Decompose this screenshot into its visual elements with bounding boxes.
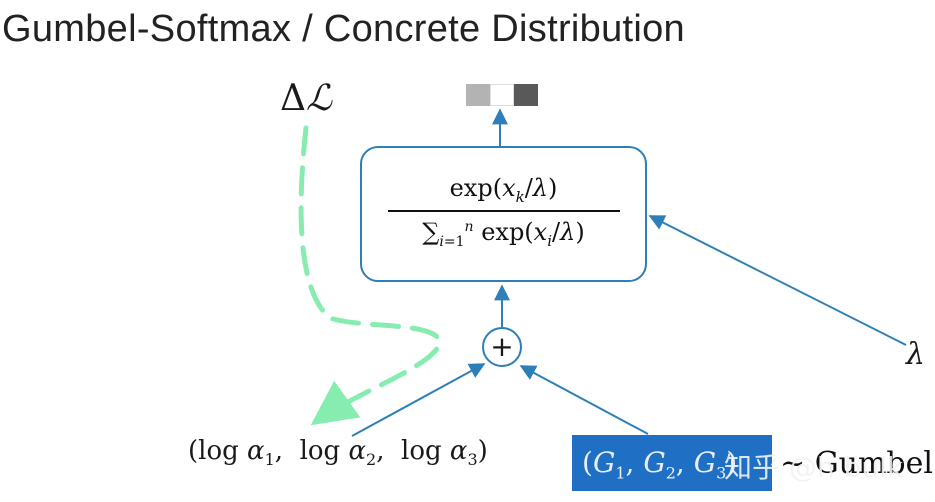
formula-numerator: exp(xk/λ)	[449, 174, 558, 206]
sum-node: +	[482, 327, 522, 367]
output-cell	[514, 84, 538, 106]
fraction-bar	[387, 209, 620, 212]
output-cell	[466, 84, 490, 106]
arrow-lambda-to-box	[648, 215, 907, 346]
log-alpha-vector: (log α1, log α2, log α3)	[188, 436, 488, 470]
gumbel-text: Gumbel	[814, 446, 933, 481]
arrow-gumbel-to-plus	[519, 365, 649, 435]
delta-loss-label: Δℒ	[280, 78, 332, 119]
page-title: Gumbel-Softmax / Concrete Distribution	[2, 8, 685, 50]
softmax-box: exp(xk/λ) ∑i=1n exp(xi/λ)	[360, 146, 647, 282]
softmax-formula: exp(xk/λ) ∑i=1n exp(xi/λ)	[362, 174, 645, 250]
output-vector	[466, 84, 538, 106]
watermark: 知乎 @h bulk	[724, 451, 904, 484]
output-cell	[490, 84, 514, 106]
lambda-label: λ	[906, 337, 926, 372]
gumbel-label: ~ Gumbel	[780, 446, 933, 481]
arrow-logalpha-to-plus	[351, 363, 486, 437]
gradient-dashed-path	[298, 125, 442, 426]
gumbel-vector: (G1, G2, G3)	[572, 435, 772, 491]
formula-denominator: ∑i=1n exp(xi/λ)	[422, 217, 585, 250]
